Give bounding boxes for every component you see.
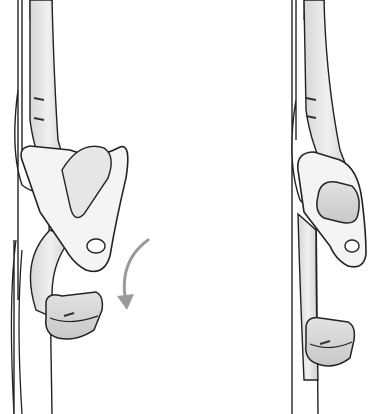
tab-left-mark (63, 312, 75, 317)
curved-arrow-down-icon (122, 238, 150, 304)
lower-strap-long (10, 239, 23, 414)
tab-left-fold (49, 315, 99, 323)
arrow-head (117, 294, 134, 310)
buckle-left-hole (86, 238, 106, 254)
sleeve-right (316, 181, 360, 224)
buckle-left-loop (61, 145, 112, 219)
panel-right (291, 0, 367, 414)
strap-marks-right (305, 97, 317, 119)
buckle-right-hole (344, 239, 360, 253)
panel-left (10, 0, 150, 414)
tab-right-fold (309, 341, 353, 349)
tab-left (45, 291, 104, 340)
upper-strap-right (303, 0, 351, 178)
tab-right-mark (319, 340, 331, 345)
strap-marks (33, 97, 45, 121)
